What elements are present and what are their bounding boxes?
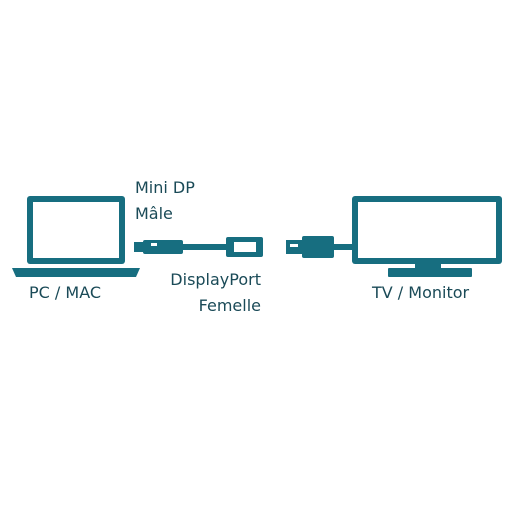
female-label: Femelle [198,296,261,315]
displayport-plug-icon [286,236,358,258]
laptop-icon [12,196,140,277]
male-label: Mâle [135,204,173,223]
pc-mac-label: PC / MAC [29,283,102,302]
monitor-stand [388,268,472,277]
displayport-label: DisplayPort [170,270,261,289]
tv-monitor-label: TV / Monitor [372,283,470,302]
displayport-female-socket [234,242,256,252]
mini-dp-to-displayport-cable-icon [134,237,263,257]
displayport-plug-body [302,236,334,258]
monitor-screen [358,202,496,258]
monitor-icon [352,196,502,277]
monitor-neck [415,264,441,270]
laptop-screen-display [33,202,119,258]
laptop-base [12,268,140,277]
mini-dp-body-detail [151,243,157,246]
displayport-plug-cable [334,244,358,250]
adapter-cable [183,244,226,250]
displayport-plug-tip-detail [290,244,298,247]
mini-dp-tip [134,242,143,252]
mini-dp-label: Mini DP [135,178,195,197]
mini-dp-body [143,240,183,254]
